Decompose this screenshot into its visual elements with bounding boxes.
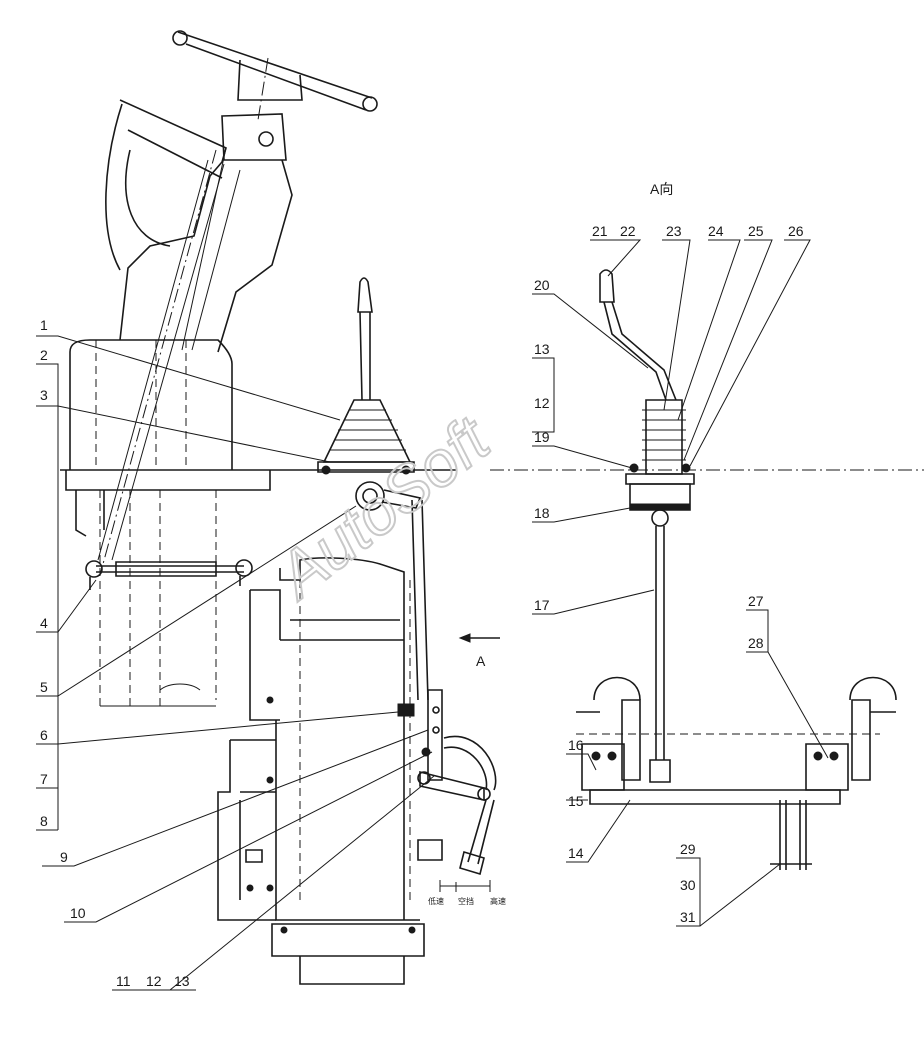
callout-1: 1	[40, 317, 48, 333]
callout-2: 2	[40, 347, 48, 363]
callout-9: 9	[60, 849, 68, 865]
callout-11: 11	[116, 973, 131, 989]
a-view-boot	[642, 399, 686, 475]
callout-31: 31	[680, 909, 696, 925]
callout-4: 4	[40, 615, 48, 631]
callout-12: 12	[146, 973, 162, 989]
callout-26: 26	[788, 223, 804, 239]
speed-high: 高速	[490, 896, 506, 906]
watermark: AutoSoft	[261, 402, 504, 614]
callout-3: 3	[40, 387, 48, 403]
cross-shaft-assembly	[576, 676, 897, 870]
callout-21: 21	[592, 223, 608, 239]
view-label: A向	[650, 181, 673, 197]
a-view-shift-lever	[599, 269, 677, 401]
callout-30: 30	[680, 877, 696, 893]
steering-column-housing	[105, 99, 293, 353]
callout-6: 6	[40, 727, 48, 743]
leader-lines	[36, 239, 829, 991]
callout-22: 22	[620, 223, 636, 239]
a-view-base-plate	[490, 463, 924, 527]
callout-23: 23	[666, 223, 682, 239]
callout-10: 10	[70, 905, 86, 921]
shift-lever-and-boot	[317, 277, 422, 511]
callout-13-right: 13	[534, 341, 550, 357]
callout-25: 25	[748, 223, 764, 239]
a-view-vertical-rod	[649, 526, 671, 783]
callout-7: 7	[40, 771, 48, 787]
callout-12-right: 12	[534, 395, 550, 411]
vertical-linkage-rod	[397, 499, 443, 781]
speed-neutral: 空挡	[458, 896, 474, 906]
callout-16: 16	[568, 737, 584, 753]
transmission-housing	[217, 557, 491, 985]
callout-8: 8	[40, 813, 48, 829]
dashboard-console	[60, 339, 456, 537]
callout-20: 20	[534, 277, 550, 293]
callout-15: 15	[568, 793, 584, 809]
lower-column-hidden	[99, 490, 217, 707]
callout-13: 13	[174, 973, 190, 989]
speed-low: 低速	[428, 896, 444, 906]
callout-labels: 1 2 3 4 5 6 7 8 9 10 11 12 13 13 12 19 1…	[40, 223, 804, 989]
callout-28: 28	[748, 635, 764, 651]
steering-shaft	[97, 149, 225, 576]
callout-27: 27	[748, 593, 764, 609]
callout-19: 19	[534, 429, 550, 445]
callout-18: 18	[534, 505, 550, 521]
arrow-label: A	[476, 653, 486, 669]
callout-14: 14	[568, 845, 584, 861]
view-arrow-a	[458, 633, 500, 643]
bell-crank-arm	[417, 735, 497, 876]
callout-24: 24	[708, 223, 724, 239]
callout-5: 5	[40, 679, 48, 695]
callout-17: 17	[534, 597, 550, 613]
tie-rod	[85, 559, 253, 590]
steering-wheel-outline	[172, 30, 378, 161]
speed-scale: 低速 空挡 高速	[428, 896, 506, 906]
callout-29: 29	[680, 841, 696, 857]
